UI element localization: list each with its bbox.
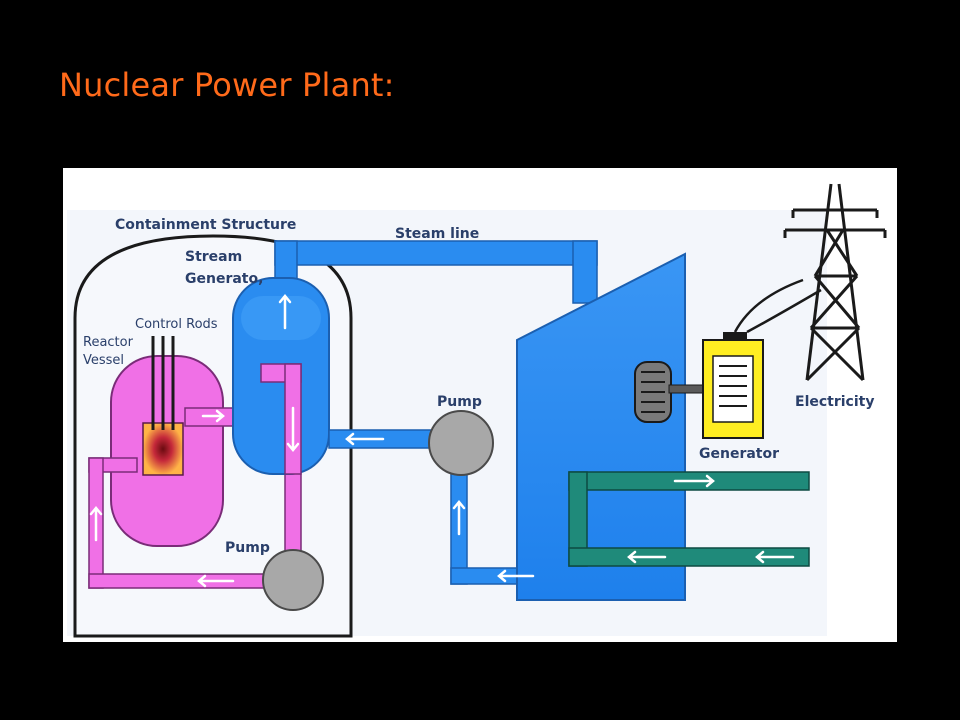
transmission-tower: [783, 183, 887, 382]
reactor-vessel: [110, 355, 224, 547]
arrow-left-icon: [497, 569, 535, 583]
label-pump-upper: Pump: [437, 394, 482, 410]
arrow-down-icon: [286, 406, 300, 452]
pump-lower: [262, 549, 324, 611]
label-reactor-line2: Vessel: [83, 353, 124, 368]
turbine-housing: [516, 252, 686, 601]
arrow-left-icon: [627, 550, 667, 564]
nuclear-plant-diagram: Containment Structure Stream Generato, C…: [63, 168, 897, 642]
arrow-right-icon: [673, 474, 715, 488]
label-steam-line: Steam line: [395, 226, 479, 242]
arrow-right-icon: [201, 409, 225, 423]
label-steam-generator-line1: Stream: [185, 249, 242, 265]
steam-generator-shine: [241, 296, 321, 340]
slide-title: Nuclear Power Plant:: [59, 66, 395, 104]
label-generator: Generator: [699, 446, 779, 462]
control-rods: [151, 336, 175, 430]
arrow-up-icon: [278, 294, 292, 330]
arrow-up-icon: [452, 500, 466, 536]
pump-upper: [428, 410, 494, 476]
transmission-wire: [746, 288, 822, 334]
transmission-wire: [733, 278, 804, 333]
arrow-up-icon: [89, 506, 103, 542]
arrow-left-icon: [345, 432, 385, 446]
arrow-left-icon: [755, 550, 795, 564]
generator-unit: [702, 332, 764, 439]
steam-line: [274, 240, 598, 304]
reactor-core: [142, 422, 184, 476]
label-pump-lower: Pump: [225, 540, 270, 556]
label-electricity: Electricity: [795, 394, 874, 410]
flow-arrows: [89, 294, 795, 588]
turbine-wheel: [634, 361, 672, 423]
arrow-left-icon: [197, 574, 235, 588]
label-reactor-line1: Reactor: [83, 335, 134, 350]
label-control-rods: Control Rods: [135, 317, 218, 332]
label-containment-structure: Containment Structure: [115, 217, 296, 233]
label-steam-generator-line2: Generato,: [185, 271, 263, 287]
